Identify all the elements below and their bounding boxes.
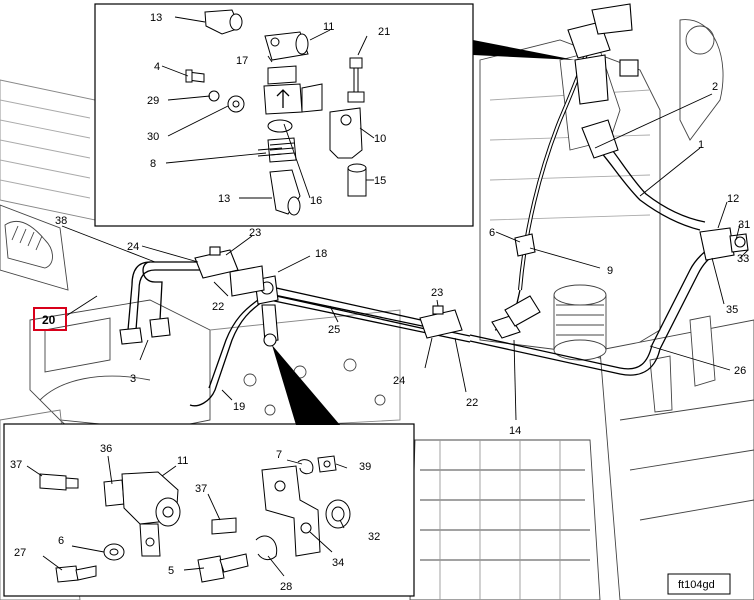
callout-33: 33 [737,253,749,265]
inset2-callouts: 37 36 11 37 6 27 5 7 39 32 34 28 [10,443,380,593]
callout-18: 18 [315,248,327,260]
callout-22: 22 [212,301,224,313]
callout-20: 20 [42,313,56,327]
figure-id-box: ft104gd [667,573,731,595]
callout-21: 21 [378,26,390,38]
inset1-callouts: 13 11 17 21 4 29 30 10 8 15 16 13 [147,12,390,207]
callout-11: 11 [323,21,334,33]
callout-10: 10 [374,133,386,145]
highlight-box [33,307,67,331]
callout-31: 31 [738,219,750,231]
callout-32: 32 [368,531,380,543]
callout-14: 14 [509,425,521,437]
callout-8: 8 [150,158,156,170]
callout-37-right: 37 [195,483,207,495]
callout-28: 28 [280,581,292,593]
callout-39: 39 [359,461,371,473]
callout-37: 37 [10,459,22,471]
figure-id: ft104gd [678,579,715,591]
callout-20-highlight: 20 [33,307,67,331]
callout-7: 7 [276,449,282,461]
callout-26: 26 [734,365,746,377]
callout-35: 35 [726,304,738,316]
callout-11-inset: 11 [177,455,188,467]
callout-6: 6 [489,227,495,239]
inset-fitting-assembly-bottom: 37 36 11 37 6 27 5 7 39 32 34 28 [3,345,415,597]
main-leader-lines [61,93,749,421]
callout-27: 27 [14,547,26,559]
callout-22-lower: 22 [466,397,478,409]
callout-12: 12 [727,193,739,205]
callout-1: 1 [698,139,704,151]
callout-16: 16 [310,195,322,207]
callout-13-lower: 13 [218,193,230,205]
callout-19: 19 [233,401,245,413]
callout-25: 25 [328,324,340,336]
callout-17: 17 [236,55,248,67]
callout-30: 30 [147,131,159,143]
fittings [119,3,749,347]
callout-3: 3 [130,373,136,385]
callout-15: 15 [374,175,386,187]
callout-36: 36 [100,443,112,455]
callout-24-lower: 24 [393,375,405,387]
callout-29: 29 [147,95,159,107]
callout-23-lower: 23 [431,287,443,299]
inset-fitting-assembly-top: 13 11 17 21 4 29 30 10 8 15 16 13 [94,3,575,227]
callout-24: 24 [127,241,139,253]
callout-13: 13 [150,12,162,24]
callout-9: 9 [607,265,613,277]
callout-38: 38 [55,215,67,227]
callout-23: 23 [249,227,261,239]
callout-2: 2 [712,81,718,93]
callout-4: 4 [154,61,160,73]
callout-6-inset: 6 [58,535,64,547]
callout-34: 34 [332,557,344,569]
callout-5: 5 [168,565,174,577]
main-callouts: 38 24 23 18 22 25 3 19 23 24 22 14 6 9 2… [55,81,750,437]
